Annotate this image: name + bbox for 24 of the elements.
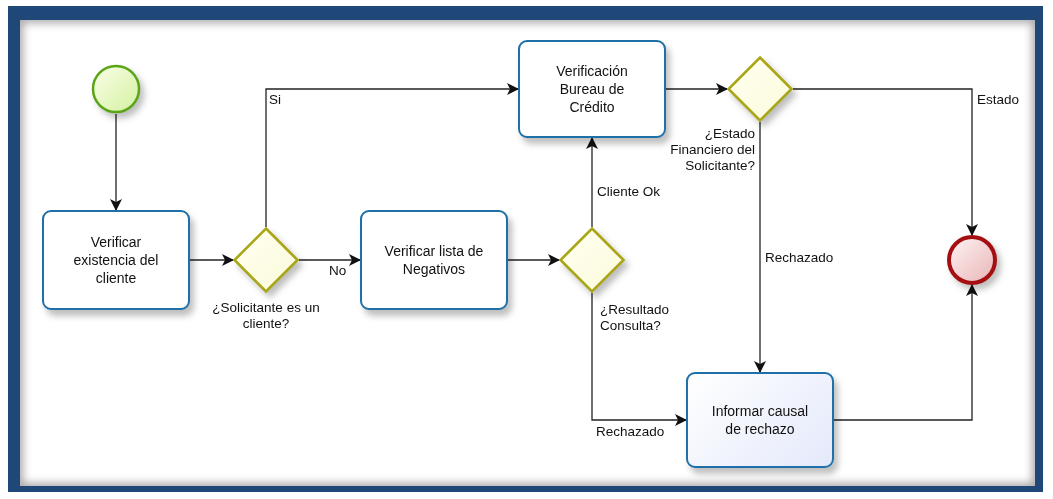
- gateway-question: ¿Estado Financiero del Solicitante?: [669, 126, 755, 174]
- edge-label: Rechazado: [595, 424, 666, 439]
- sequence-arrow: [110, 113, 122, 211]
- sequence-arrow: [792, 88, 978, 236]
- edge-label: Estado: [976, 92, 1021, 107]
- sequence-arrow: [591, 292, 687, 426]
- sequence-arrow: [665, 83, 728, 95]
- sequence-arrow: [189, 254, 234, 266]
- edge-label: Rechazado: [764, 250, 835, 265]
- sequence-arrow: [586, 137, 598, 228]
- sequence-arrow: [833, 284, 978, 421]
- sequence-arrow: [507, 254, 560, 266]
- task-box: Verificar lista de Negativos: [360, 210, 508, 310]
- task-box: Verificar existencia del cliente: [42, 210, 190, 310]
- task-box: Verificación Bureau de Crédito: [518, 40, 666, 138]
- gateway-question: ¿Resultado Consulta?: [600, 302, 671, 334]
- sequence-arrow: [265, 83, 519, 228]
- sequence-arrow: [754, 121, 766, 373]
- edge-label: Cliente Ok: [596, 184, 662, 199]
- edge-label: Si: [268, 92, 282, 107]
- sequence-arrow: [298, 254, 361, 266]
- gateway-question: ¿Solicitante es un cliente?: [211, 300, 321, 332]
- task-box: Informar causal de rechazo: [686, 372, 834, 468]
- edge-label: No: [328, 263, 348, 278]
